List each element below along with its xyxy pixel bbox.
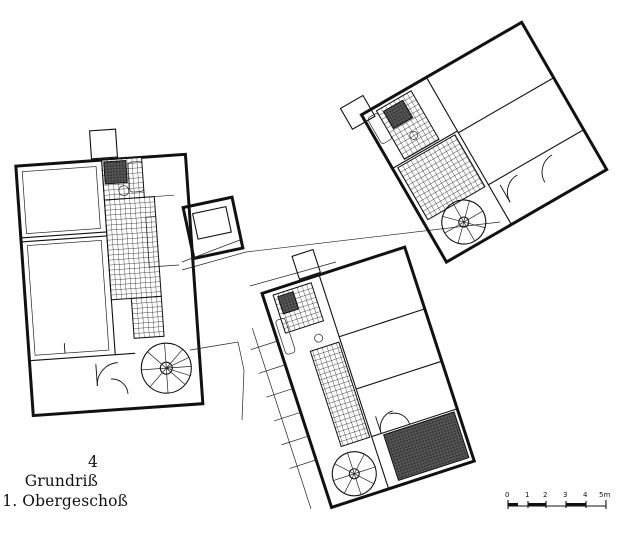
house-unit-bottom <box>250 245 477 510</box>
spiral-staircase-top-right <box>441 199 487 245</box>
connecting-walls <box>181 221 501 421</box>
scale-tick-3: 3 <box>563 491 567 499</box>
house-unit-top-right <box>339 20 609 265</box>
scale-tick-5m: 5m <box>599 491 610 499</box>
spiral-staircase-bottom <box>331 451 377 497</box>
scale-tick-0: 0 <box>505 491 509 499</box>
house-unit-left <box>14 128 205 418</box>
scale-tick-1: 1 <box>525 491 529 499</box>
figure-number: 4 <box>88 453 98 471</box>
scale-tick-2: 2 <box>543 491 547 499</box>
scale-bar: 0 1 2 3 4 5m <box>505 491 610 509</box>
scale-tick-4: 4 <box>583 491 588 499</box>
caption-subtitle: 1. Obergeschoß <box>2 492 128 510</box>
spiral-staircase-left <box>140 342 192 394</box>
caption-title: Grundriß <box>24 472 98 490</box>
garden-pavilion <box>181 195 245 261</box>
